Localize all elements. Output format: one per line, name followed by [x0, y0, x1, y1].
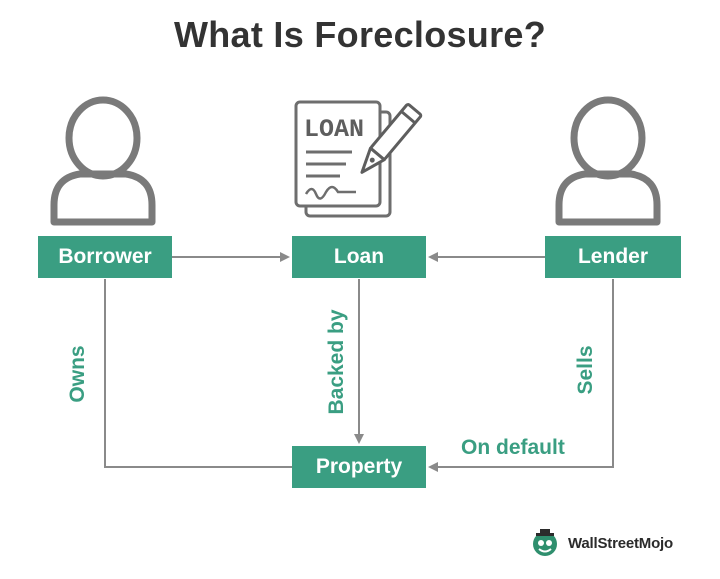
- borrower-person-icon: [50, 96, 156, 226]
- wallstreetmojo-logo: WallStreetMojo: [528, 526, 673, 560]
- loan-node: Loan: [292, 236, 426, 278]
- edge-label-owns: Owns: [66, 345, 89, 403]
- loan-document-text: LOAN: [304, 115, 364, 144]
- edge-label-on-default: On default: [461, 436, 565, 459]
- wallstreetmojo-logo-icon: [533, 529, 557, 556]
- diagram-title: What Is Foreclosure?: [173, 14, 547, 55]
- edge-label-backed-by: Backed by: [325, 309, 348, 415]
- edge-label-sells: Sells: [574, 345, 597, 395]
- loan-document-icon: LOAN: [294, 100, 423, 218]
- wallstreetmojo-logo-text: WallStreetMojo: [568, 534, 673, 552]
- property-node: Property: [292, 446, 426, 488]
- lender-node: Lender: [545, 236, 681, 278]
- edge-lender-sells-property: [428, 279, 614, 472]
- borrower-node: Borrower: [38, 236, 172, 278]
- edge-borrower-owns-property: [104, 279, 292, 468]
- lender-person-icon: [555, 96, 661, 226]
